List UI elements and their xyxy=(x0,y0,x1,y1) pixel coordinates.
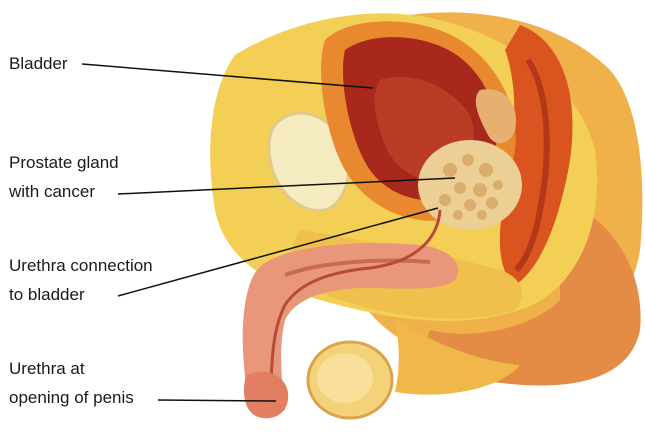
label-bladder: Bladder xyxy=(9,49,68,78)
label-urethra-connection-line1: Urethra connection xyxy=(9,251,153,280)
testicle-inner xyxy=(317,353,373,403)
label-prostate-line1: Prostate gland xyxy=(9,148,119,177)
label-urethra-connection-line2: to bladder xyxy=(9,280,153,309)
label-urethra-opening-line1: Urethra at xyxy=(9,354,134,383)
label-urethra-opening-line2: opening of penis xyxy=(9,383,134,412)
label-urethra-opening: Urethra at opening of penis xyxy=(9,354,134,412)
prostate-gland xyxy=(418,140,522,230)
label-bladder-text: Bladder xyxy=(9,49,68,78)
leader-line-urethra-opening xyxy=(158,400,276,401)
label-prostate-gland: Prostate gland with cancer xyxy=(9,148,119,206)
label-urethra-connection: Urethra connection to bladder xyxy=(9,251,153,309)
label-prostate-line2: with cancer xyxy=(9,177,119,206)
